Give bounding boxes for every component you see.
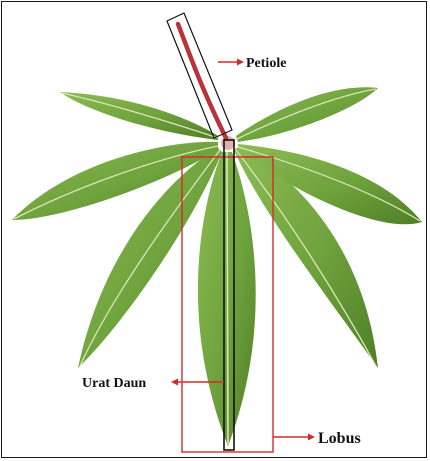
leaf-lobe [60,92,218,140]
lobe-arrowhead [308,434,315,441]
leaf-lobe [198,152,256,446]
vein-arrowhead [171,379,178,386]
leaf-lobe [236,87,378,142]
label-petiole: Petiole [246,56,286,71]
petiole-arrowhead [237,59,244,66]
label-vein: Urat Daun [82,376,146,391]
leaf-lobes [12,87,422,446]
label-lobe: Lobus [318,430,361,447]
